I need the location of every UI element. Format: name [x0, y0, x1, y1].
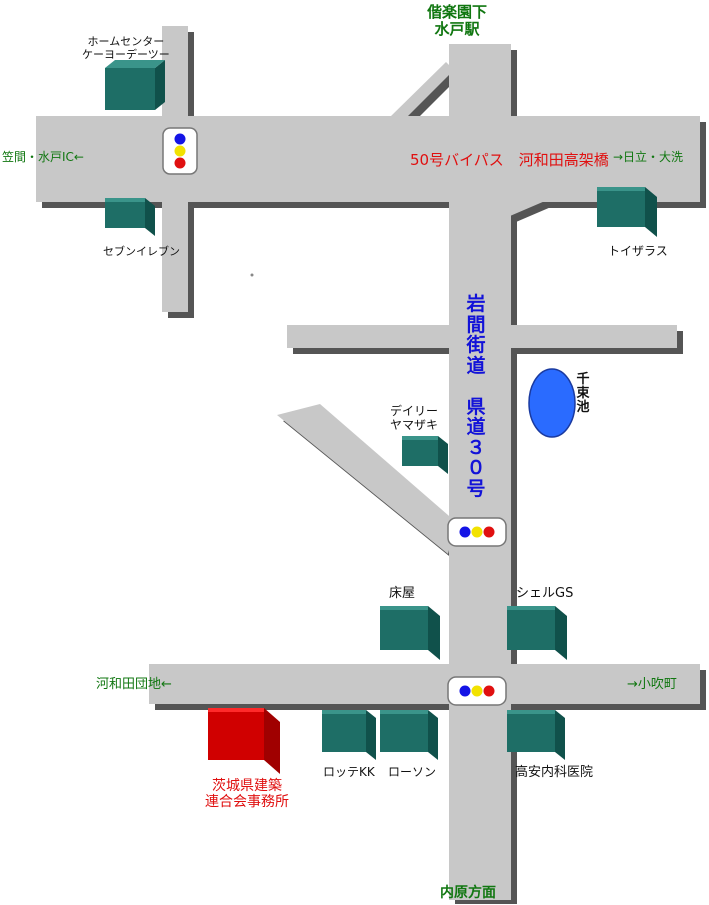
takayasu-clinic-label: 高安内科医院	[515, 765, 594, 780]
traffic-signal-icon	[447, 517, 507, 547]
roads	[36, 26, 700, 900]
cross-street-middle	[287, 325, 677, 348]
traffic-signal-icon	[162, 127, 198, 175]
diagonal-road	[277, 404, 456, 554]
pond-icon	[528, 368, 576, 438]
ramp-east	[506, 162, 608, 216]
daily-yamazaki-label: デイリー ヤマザキ	[390, 404, 439, 432]
building-icon-destination-office	[208, 708, 280, 774]
traffic-signal-icon	[447, 676, 507, 706]
building-icon-takayasu-clinic	[507, 710, 565, 760]
south-destination-label: 内原方面	[440, 885, 496, 901]
tokoya-label: 床屋	[389, 586, 416, 601]
lotte-kk-label: ロッテKK	[323, 765, 375, 779]
building-icon-tokoya	[380, 606, 440, 660]
west-direction-bottom-label: 河和田団地←	[96, 677, 172, 692]
east-direction-top-label: →日立・大洗	[613, 150, 684, 164]
east-direction-bottom-label: →小吹町	[627, 677, 677, 692]
building-icon-toys-r-us	[597, 187, 657, 237]
home-center-label: ホームセンター ケーヨーデーツー	[82, 35, 170, 61]
shell-gs-label: シェルGS	[516, 586, 574, 601]
pond-name-label: 千束池	[576, 372, 590, 416]
building-icon-shell-gs	[507, 606, 567, 660]
building-icon-home-center	[105, 60, 165, 110]
bypass-route-50	[36, 116, 700, 202]
north-destination-label: 偕楽園下 水戸駅	[427, 3, 488, 39]
west-direction-top-label: 笠間・水戸IC←	[2, 150, 84, 164]
iwama-kaido-prefectural-road-30	[449, 44, 511, 900]
seven-eleven-label: セブンイレブン	[103, 245, 180, 258]
lawson-label: ローソン	[388, 765, 437, 779]
building-icon-daily-yamazaki	[402, 436, 448, 474]
highway-name-label: 50号バイパス 河和田高架橋	[410, 151, 609, 169]
cross-street-south	[149, 664, 700, 704]
ramp-north	[389, 62, 454, 126]
building-icon-lawson	[380, 710, 438, 760]
building-icon-lotte-kk	[322, 710, 376, 760]
building-icon-seven-eleven	[105, 198, 155, 236]
toys-r-us-label: トイザラス	[608, 244, 668, 258]
destination-office-label: 茨城県建築 連合会事務所	[205, 778, 289, 811]
map-dot	[250, 273, 254, 277]
